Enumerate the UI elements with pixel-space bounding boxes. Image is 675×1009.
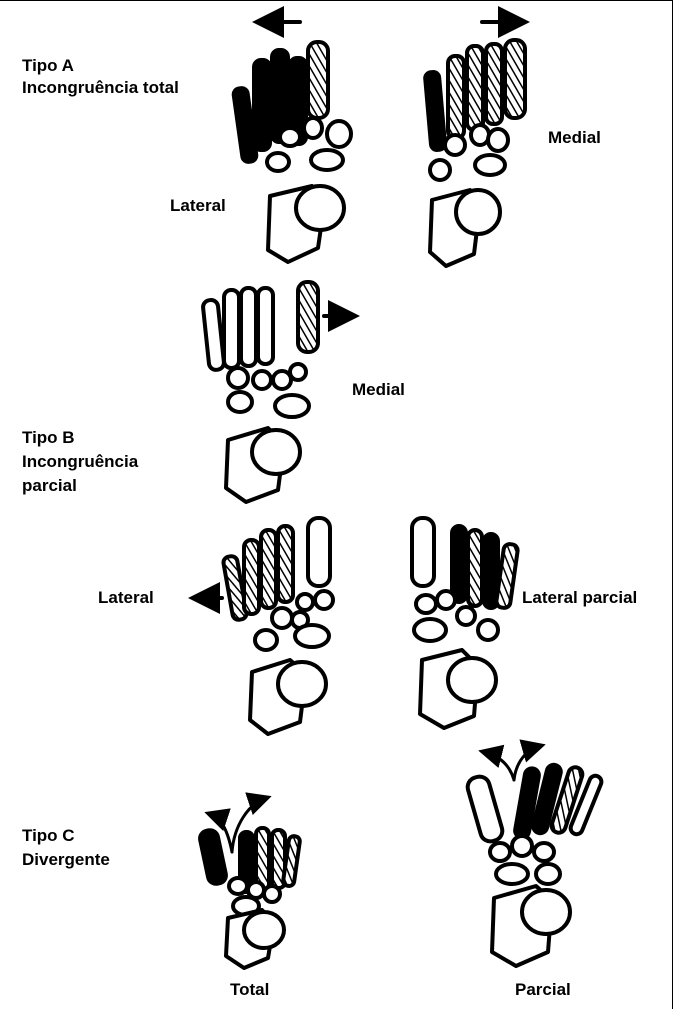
cuneiform-bone [304,118,322,138]
metatarsal-1 [465,774,504,844]
metatarsal-3 [241,288,256,366]
metatarsal-1 [298,282,318,352]
metatarsal-2 [486,44,502,124]
talus-bone [278,662,326,706]
cuneiform-bone [229,878,247,894]
navicular-bone [414,619,446,641]
metatarsal-4 [224,290,239,368]
metatarsal-5 [425,72,446,151]
metatarsal-4 [254,60,270,150]
metatarsal-1 [505,40,525,118]
cuboid-bone [478,620,498,640]
type-b-lateral-partial-foot [412,518,518,728]
cuboid-bone [264,886,280,902]
cuneiform-bone [290,364,306,380]
cuneiform-bone [512,836,532,856]
metatarsal-1 [308,42,328,118]
navicular-bone [311,150,343,170]
cuboid-bone [228,368,248,388]
navicular-bone [475,155,505,175]
cuneiform-bone [253,371,271,389]
talus-bone [244,912,284,948]
cuboid-bone [272,608,292,628]
metatarsal-4 [448,56,464,138]
cuneiform-bone [536,864,560,884]
cuboid-bone [445,135,465,155]
cuneiform-bone [437,591,455,609]
talus-bone [252,430,300,474]
cuneiform-bone [255,630,277,650]
metatarsal-3 [261,530,276,608]
cuboid-bone [534,843,554,861]
metatarsal-1 [199,829,228,886]
cuneiform-bone [327,121,351,147]
cuneiform-bone [315,591,333,609]
cuneiform-bone [297,594,313,610]
metatarsal-3 [468,530,482,606]
metatarsal-1 [412,518,434,586]
navicular-bone [496,864,528,884]
type-a-medial-foot [425,22,525,266]
metatarsal-2 [278,526,293,602]
metatarsal-1 [308,518,330,586]
metatarsal-3 [467,46,483,130]
cuboid-bone [267,153,289,171]
cuneiform-bone [488,129,508,151]
metatarsal-5 [202,299,224,370]
navicular-bone [275,395,309,417]
metatarsal-2 [452,526,466,602]
type-b-medial-foot [202,282,352,502]
type-b-lateral-foot [196,518,333,734]
metatarsal-2 [258,288,273,364]
cuneiform-bone [280,128,300,146]
type-c-total-foot [199,798,301,968]
talus-bone [522,890,570,934]
type-a-lateral-foot [233,22,351,262]
type-c-partial-foot [465,746,603,966]
talus-bone [448,658,496,702]
metatarsal-4 [244,540,259,614]
talus-bone [456,190,500,234]
cuneiform-bone [457,607,475,625]
cuneiform-bone [228,392,252,412]
navicular-bone [295,625,329,647]
arrow-divergent-left-icon [484,752,514,780]
cuneiform-bone [430,160,450,180]
cuneiform-bone [490,843,510,861]
talus-bone [296,186,344,230]
cuneiform-bone [416,595,436,613]
